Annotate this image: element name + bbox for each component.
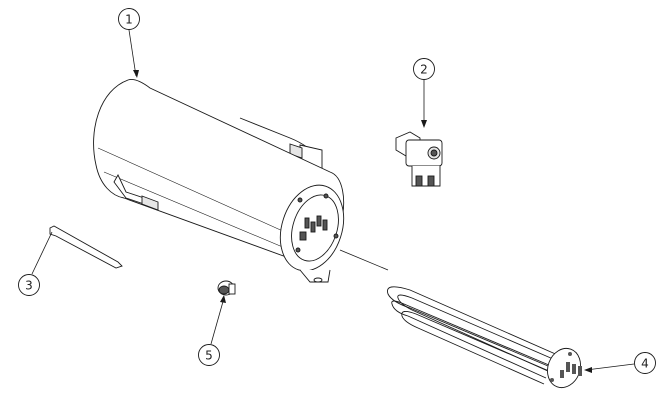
element-flange-bolt [568,352,572,356]
callout-1-leader [128,29,137,77]
element-flange-bolt [550,378,554,382]
flange-bolt [323,193,329,199]
valve-terminal [427,175,435,187]
part-hex-key [49,225,123,269]
callout-5-arrow [220,295,226,303]
tank-seam [97,147,286,233]
callout-2: 2 [413,58,435,128]
callout-2-arrow [421,120,427,128]
callout-2-circle [413,58,435,80]
element-loop-mid [397,294,561,373]
callout-5: 5 [198,295,226,366]
hex-key-body [49,225,123,269]
callout-1: 1 [118,8,140,78]
callout-3: 3 [18,231,53,296]
callout-3-number: 3 [25,279,33,293]
callout-1-circle [118,8,140,30]
callout-2-number: 2 [420,63,428,77]
callout-5-circle [198,344,220,366]
element-loop-inner [391,300,557,379]
callout-3-circle [18,274,40,296]
part-heating-element [387,286,582,389]
element-loop-inner-2 [401,311,557,385]
assembly-axis-line [339,249,389,271]
tank-lower-thread [141,195,159,211]
callout-4: 4 [584,352,656,374]
thermostat-stem [228,283,236,295]
callout-3-leader [31,231,53,275]
callout-5-leader [210,297,225,345]
callout-4-arrow [584,367,592,373]
valve-terminal [415,175,423,187]
flange-bolt [295,247,301,253]
flange-bolt [297,197,303,203]
callout-1-arrow [133,70,139,78]
part-tank [93,79,345,283]
callout-4-circle [634,352,656,374]
flange-bolt [333,233,339,239]
part-thermostat [217,280,236,296]
callout-4-leader [585,363,635,371]
callout-4-number: 4 [641,357,649,371]
part-valve [395,131,443,187]
element-loop-outer [387,286,561,367]
tank-foot-hole [313,277,323,283]
tank-seam-2 [103,171,286,249]
element-terminals [560,362,582,378]
thermostat-face [218,285,230,295]
valve-outlet-bore [430,149,438,157]
callout-5-number: 5 [205,349,213,363]
tank-terminals [299,215,328,241]
callout-1-number: 1 [125,13,133,27]
